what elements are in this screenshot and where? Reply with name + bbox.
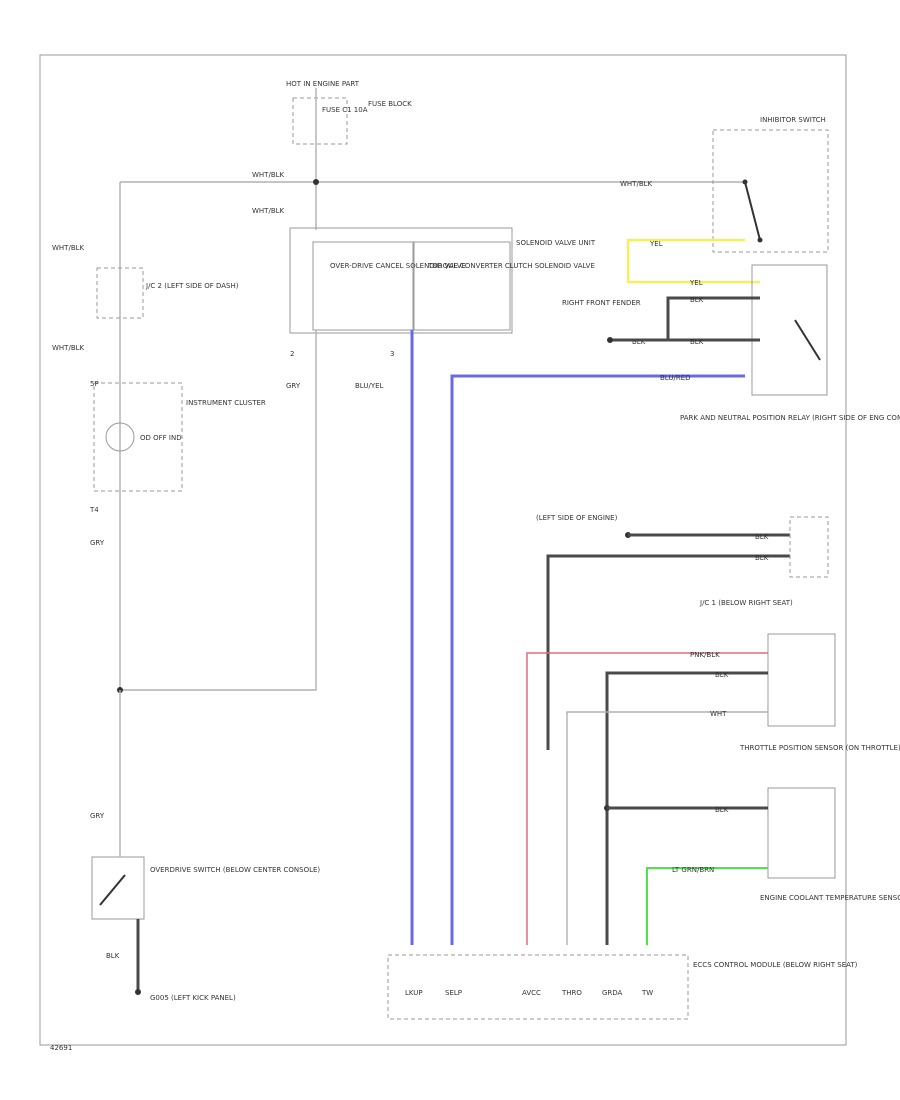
wire-label-wht-blk-inhibitor: WHT/BLK xyxy=(620,180,653,188)
wire-label-blu-red: BLU/RED xyxy=(660,374,691,382)
inhibitor-switch-box xyxy=(712,129,829,253)
fuse-block-box xyxy=(292,97,348,145)
solenoid-valve-unit xyxy=(289,227,513,334)
wire-label-blk-jc1b: BLK xyxy=(755,554,769,562)
inhibitor-label: INHIBITOR SWITCH xyxy=(760,116,826,124)
pin-3: 3 xyxy=(390,350,394,358)
wire-label-wht-tps: WHT xyxy=(710,710,727,718)
wire-label-gry-1: GRY xyxy=(90,539,105,547)
jc1-box xyxy=(789,516,829,578)
ecm-pin-selp: SELP xyxy=(445,989,462,997)
wire-label-gry-2: GRY xyxy=(286,382,301,390)
od-switch-label: OVERDRIVE SWITCH (BELOW CENTER CONSOLE) xyxy=(150,866,320,874)
ect-box xyxy=(767,787,836,879)
fuse-name: FUSE C1 10A xyxy=(322,106,368,114)
right-fender-label: RIGHT FRONT FENDER xyxy=(562,299,641,307)
ecm-pin-lkup: LKUP xyxy=(405,989,423,997)
left-engine-label: (LEFT SIDE OF ENGINE) xyxy=(536,514,618,522)
fuse-block-label: FUSE BLOCK xyxy=(368,100,412,108)
od-off-label: OD OFF IND xyxy=(140,434,182,442)
wire-label-wht-blk-mid: WHT/BLK xyxy=(252,207,285,215)
wire-label-pnk-blk: PNK/BLK xyxy=(690,651,720,659)
wire-label-yel-1: YEL xyxy=(649,240,663,248)
jc1-label: J/C 1 (BELOW RIGHT SEAT) xyxy=(699,599,793,607)
pin-2: 2 xyxy=(290,350,294,358)
wire-label-blk-3: BLK xyxy=(632,338,646,346)
wire-label-blk-tps: BLK xyxy=(715,671,729,679)
hot-label: HOT IN ENGINE PART xyxy=(286,80,360,88)
jc2-box xyxy=(96,267,144,319)
pin-t4: T4 xyxy=(89,506,99,514)
wire-label-blk-ect: BLK xyxy=(715,806,729,814)
torque-solenoid xyxy=(413,241,511,331)
wire-label-blk-2: BLK xyxy=(690,338,704,346)
wire-label-blu-yel: BLU/YEL xyxy=(355,382,384,390)
diagram-id: 42691 xyxy=(50,1044,72,1052)
ecm-pin-grda: GRDA xyxy=(602,989,623,997)
ecm-pin-avcc: AVCC xyxy=(522,989,541,997)
solenoid-unit-label: SOLENOID VALVE UNIT xyxy=(516,239,596,247)
jc2-label: J/C 2 (LEFT SIDE OF DASH) xyxy=(145,282,239,290)
od-off-lamp xyxy=(105,422,135,452)
ground-label: G005 (LEFT KICK PANEL) xyxy=(150,994,236,1002)
torque-solenoid-label: TORQUE CONVERTER CLUTCH SOLENOID VALVE xyxy=(427,262,595,270)
wire-label-wht-blk-left2: WHT/BLK xyxy=(52,344,85,352)
pin-5p: 5P xyxy=(90,380,99,388)
wire-label-blk-1: BLK xyxy=(690,296,704,304)
tps-box xyxy=(767,633,836,727)
ect-label: ENGINE COOLANT TEMPERATURE SENSOR (LEFT … xyxy=(760,894,900,902)
overdrive-solenoid-label: OVER-DRIVE CANCEL SOLENOID VALVE xyxy=(330,262,466,270)
instrument-cluster-box xyxy=(93,382,183,492)
ecm-box xyxy=(387,954,689,1020)
instrument-cluster-label: INSTRUMENT CLUSTER xyxy=(186,399,266,407)
park-relay-box xyxy=(751,264,828,396)
wire-label-blk-ground: BLK xyxy=(106,952,120,960)
tps-label: THROTTLE POSITION SENSOR (ON THROTTLE) xyxy=(739,744,900,752)
wire-label-yel-2: YEL xyxy=(689,279,703,287)
diagram-border xyxy=(39,54,847,1046)
wire-label-wht-blk-top: WHT/BLK xyxy=(252,171,285,179)
ecm-pin-tw: TW xyxy=(641,989,653,997)
ecm-label: ECCS CONTROL MODULE (BELOW RIGHT SEAT) xyxy=(693,961,858,969)
wire-label-wht-blk-left: WHT/BLK xyxy=(52,244,85,252)
wire-label-lt-grn: LT GRN/BRN xyxy=(672,866,714,874)
overdrive-switch-box xyxy=(91,856,145,920)
wire-label-gry-3: GRY xyxy=(90,812,105,820)
park-relay-label: PARK AND NEUTRAL POSITION RELAY (RIGHT S… xyxy=(680,414,900,422)
ecm-pin-thro: THRO xyxy=(561,989,582,997)
overdrive-solenoid xyxy=(312,241,414,331)
wire-label-blk-jc1a: BLK xyxy=(755,533,769,541)
